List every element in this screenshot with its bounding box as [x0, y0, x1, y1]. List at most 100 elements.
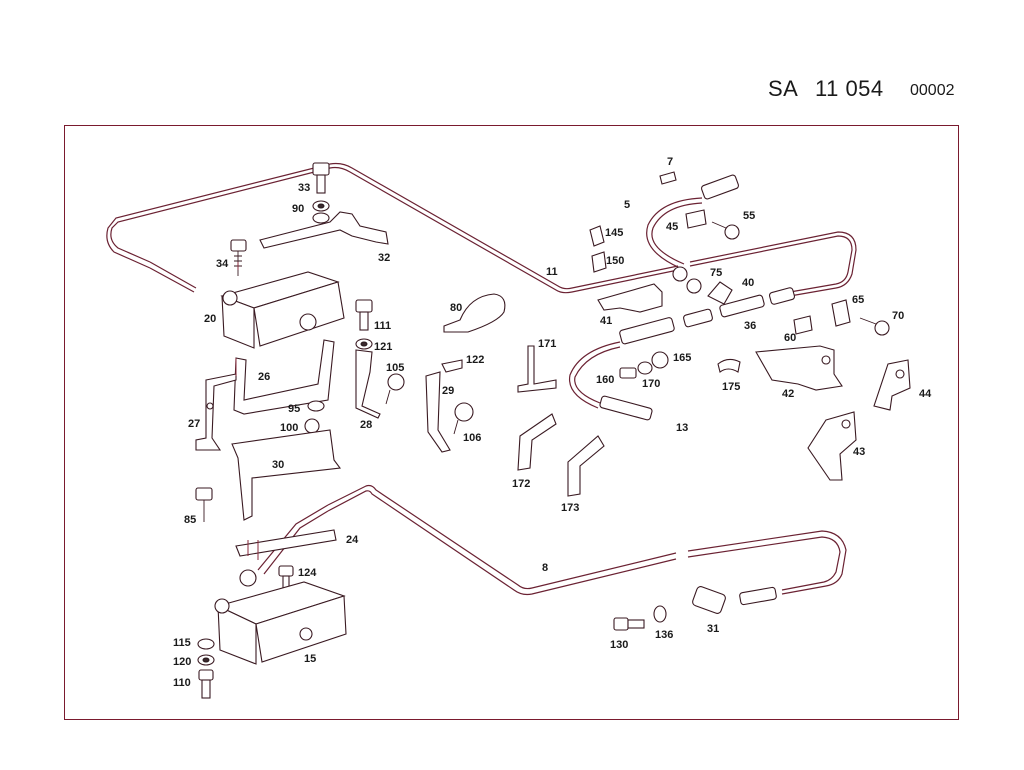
label-150: 150 — [606, 255, 624, 267]
label-27: 27 — [188, 418, 200, 430]
cable-tie-80 — [443, 293, 506, 333]
bracket-43 — [807, 411, 857, 481]
bracket-30 — [231, 429, 342, 521]
bracket-24 — [235, 529, 337, 587]
nut-95 — [307, 400, 325, 412]
bracket-42 — [755, 345, 843, 391]
washer-115 — [197, 638, 215, 650]
label-75: 75 — [710, 267, 722, 279]
label-45: 45 — [666, 221, 678, 233]
washer-120 — [197, 654, 215, 666]
leader-lines — [235, 262, 259, 560]
label-24: 24 — [346, 534, 359, 546]
label-122: 122 — [466, 354, 484, 366]
label-160: 160 — [596, 374, 614, 386]
diagram-number: 11 054 — [815, 76, 884, 101]
label-173: 173 — [561, 502, 579, 514]
union-36 — [719, 287, 796, 318]
washer-121 — [355, 338, 373, 350]
bracket-29 — [425, 371, 451, 453]
clip-145 — [589, 225, 605, 247]
label-85: 85 — [184, 514, 196, 526]
label-29: 29 — [442, 385, 454, 397]
clip-150 — [591, 251, 607, 273]
fitting-160 — [619, 367, 637, 379]
label-13: 13 — [676, 422, 688, 434]
label-110: 110 — [173, 677, 191, 689]
label-40: 40 — [742, 277, 754, 289]
washer-170 — [637, 361, 653, 375]
label-15: 15 — [304, 653, 316, 665]
pipe-11 — [106, 162, 857, 297]
label-175: 175 — [722, 381, 740, 393]
label-36: 36 — [744, 320, 756, 332]
label-90: 90 — [292, 203, 304, 215]
clamp-175 — [717, 358, 741, 373]
label-55: 55 — [743, 210, 755, 222]
pipe-8 — [257, 484, 847, 596]
label-145: 145 — [605, 227, 623, 239]
block-15 — [214, 581, 347, 665]
clip-7 — [659, 171, 677, 185]
label-20: 20 — [204, 313, 216, 325]
bracket-171 — [517, 345, 557, 393]
diagram-subnumber: 00002 — [910, 82, 955, 99]
bracket-27 — [195, 373, 237, 451]
bolt-110 — [198, 669, 214, 699]
label-8: 8 — [542, 562, 548, 574]
bracket-44 — [873, 359, 911, 411]
label-80: 80 — [450, 302, 462, 314]
label-130: 130 — [610, 639, 628, 651]
label-136: 136 — [655, 629, 673, 641]
valve-31 — [692, 586, 777, 614]
washer-90 — [312, 200, 330, 224]
label-32: 32 — [378, 252, 390, 264]
label-5: 5 — [624, 199, 630, 211]
bracket-172 — [517, 413, 557, 471]
bracket-26 — [233, 339, 335, 415]
bolt-130 — [613, 617, 645, 631]
label-30: 30 — [272, 459, 284, 471]
label-120: 120 — [173, 656, 191, 668]
nut-100 — [304, 418, 320, 434]
union-40 — [707, 281, 733, 305]
clip-45 — [685, 209, 707, 229]
line-13 — [568, 341, 621, 409]
bolt-111 — [355, 299, 373, 331]
label-42: 42 — [782, 388, 794, 400]
label-100: 100 — [280, 422, 298, 434]
bolt-33 — [312, 162, 330, 194]
diagram-frame — [64, 125, 959, 720]
part-labels: 7 5 33 90 32 34 20 45 55 145 150 11 75 4… — [173, 156, 932, 689]
bolt-85 — [195, 487, 213, 522]
label-65: 65 — [852, 294, 864, 306]
washer-136 — [653, 605, 667, 623]
nut-75 — [672, 266, 702, 294]
label-11: 11 — [546, 266, 558, 278]
label-121: 121 — [374, 341, 392, 353]
diagram-code: SA — [768, 76, 799, 101]
label-34: 34 — [216, 258, 229, 270]
bracket-28 — [355, 349, 381, 419]
bracket-41 — [597, 283, 663, 313]
clip-60 — [793, 315, 813, 335]
label-105: 105 — [386, 362, 404, 374]
bolt-124 — [278, 565, 294, 591]
label-165: 165 — [673, 352, 691, 364]
screw-70 — [859, 317, 890, 336]
label-124: 124 — [298, 567, 317, 579]
label-28: 28 — [360, 419, 372, 431]
label-70: 70 — [892, 310, 904, 322]
label-171: 171 — [538, 338, 556, 350]
label-172: 172 — [512, 478, 530, 490]
label-111: 111 — [374, 320, 391, 332]
label-170: 170 — [642, 378, 660, 390]
line-5 — [646, 197, 703, 269]
label-43: 43 — [853, 446, 865, 458]
label-33: 33 — [298, 182, 310, 194]
screw-105 — [385, 373, 405, 405]
screw-55 — [711, 221, 740, 240]
bracket-173 — [567, 435, 605, 497]
bolt-34 — [230, 239, 247, 276]
